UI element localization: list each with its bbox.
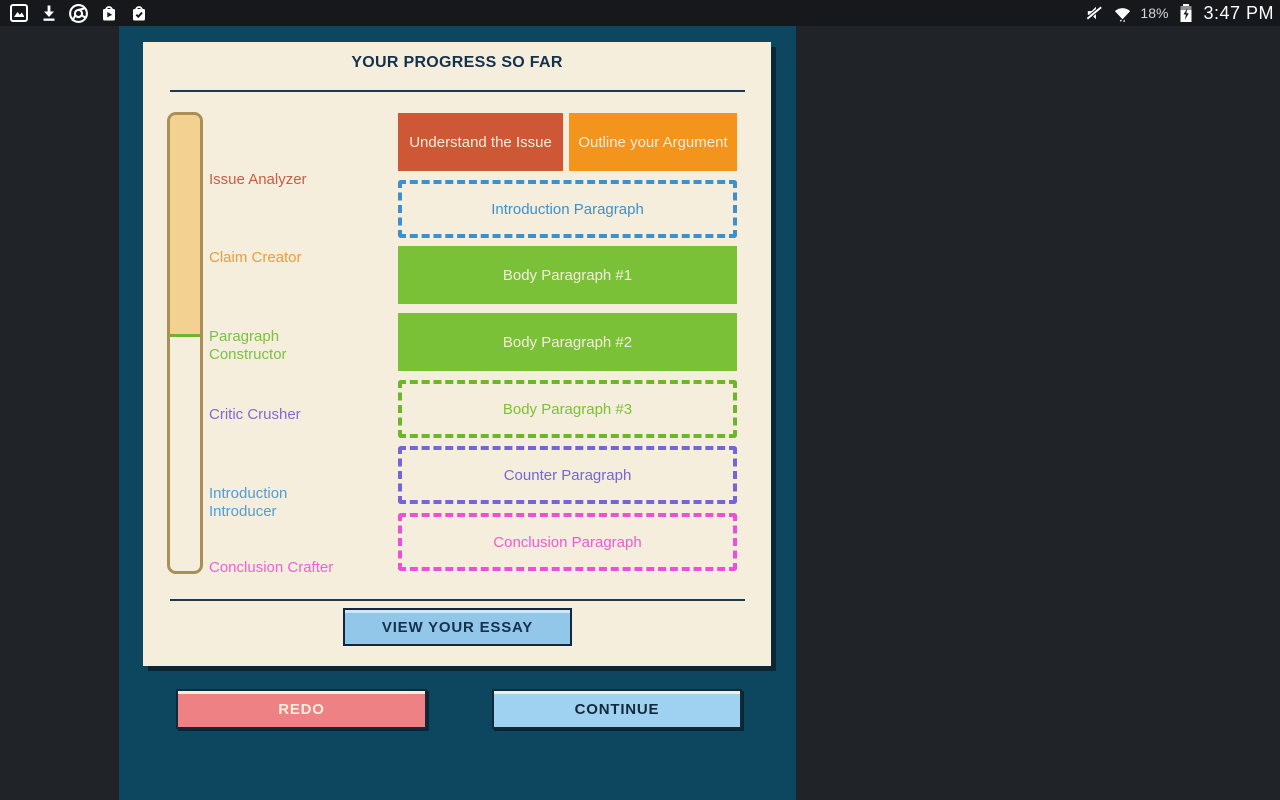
gallery-icon — [8, 3, 29, 24]
step-box-body-paragraph-1: Body Paragraph #1 — [398, 246, 737, 304]
view-essay-button[interactable]: VIEW YOUR ESSAY — [343, 608, 572, 646]
download-icon — [38, 3, 59, 24]
volume-muted-icon — [1084, 3, 1105, 24]
status-bar-system: 18% 3:47 PM — [1084, 3, 1274, 24]
redo-button[interactable]: REDO — [176, 689, 427, 729]
divider-bottom — [170, 599, 745, 601]
page-title: YOUR PROGRESS SO FAR — [351, 54, 563, 71]
chrome-icon — [68, 3, 89, 24]
bag-check-icon — [128, 3, 149, 24]
step-box-understand-the-issue: Understand the Issue — [398, 113, 563, 171]
stage-label-claim-creator: Claim Creator — [209, 249, 302, 266]
stage-label-critic-crusher: Critic Crusher — [209, 406, 301, 423]
wifi-icon — [1112, 3, 1133, 24]
stage-label-issue-analyzer: Issue Analyzer — [209, 171, 307, 188]
play-store-icon — [98, 3, 119, 24]
essay-step-boxes: Understand the Issue Outline your Argume… — [398, 113, 737, 571]
stage-label-introduction-introducer: Introduction Introducer — [209, 485, 288, 520]
progress-panel: YOUR PROGRESS SO FAR Issue Analyzer Clai… — [119, 26, 796, 800]
stage-label-paragraph-constructor: Paragraph Constructor — [209, 328, 287, 363]
status-bar-notifications — [8, 3, 149, 24]
step-box-conclusion-paragraph: Conclusion Paragraph — [398, 513, 737, 571]
step-box-body-paragraph-2: Body Paragraph #2 — [398, 313, 737, 371]
battery-percent-label: 18% — [1140, 5, 1169, 21]
status-bar: 18% 3:47 PM — [0, 0, 1280, 26]
step-box-counter-paragraph: Counter Paragraph — [398, 446, 737, 504]
progress-bar-fill — [170, 115, 200, 338]
battery-charging-icon — [1175, 3, 1196, 24]
step-box-introduction-paragraph: Introduction Paragraph — [398, 180, 737, 238]
step-box-outline-your-argument: Outline your Argument — [569, 113, 737, 171]
continue-button[interactable]: CONTINUE — [492, 689, 742, 729]
progress-bar-track — [167, 112, 203, 574]
clock-label: 3:47 PM — [1203, 2, 1274, 23]
divider-top — [170, 90, 745, 92]
stage-label-conclusion-crafter: Conclusion Crafter — [209, 559, 334, 576]
step-box-body-paragraph-3: Body Paragraph #3 — [398, 380, 737, 438]
progress-card: YOUR PROGRESS SO FAR Issue Analyzer Clai… — [143, 42, 771, 666]
